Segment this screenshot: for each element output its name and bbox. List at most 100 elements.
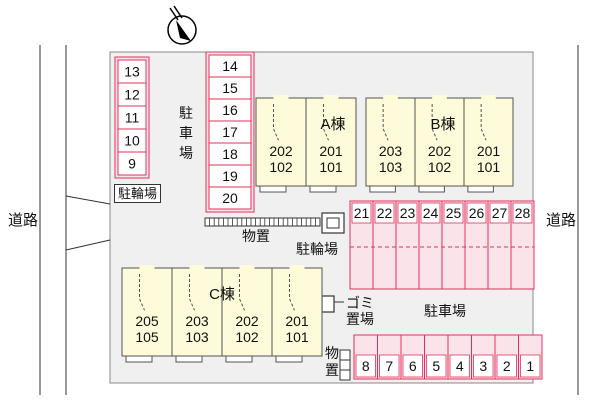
parking-number-box — [420, 202, 441, 224]
bicycle-parking-label-left: 駐輪場 — [114, 184, 162, 203]
parking-space-number: 4 — [456, 358, 464, 374]
parking-space-number: 21 — [354, 205, 370, 221]
parking-stack-char: 車 — [179, 125, 193, 141]
unit-entry — [275, 355, 303, 363]
parking-space-number: 13 — [124, 64, 140, 80]
parking-number-box — [402, 354, 423, 378]
north-arrow-icon — [167, 5, 197, 45]
unit-notch — [139, 265, 155, 271]
parking-stack-char: 場 — [179, 145, 193, 161]
building-outline — [365, 97, 514, 187]
parking-number-box — [351, 202, 372, 224]
unit-number-lower: 101 — [319, 159, 343, 175]
parking-space-number: 11 — [125, 110, 140, 126]
parking-number-box — [449, 354, 470, 378]
parking-number-box — [443, 202, 464, 224]
parking-space-number: 22 — [377, 205, 393, 221]
parking-space — [518, 334, 543, 380]
storage-label: 物置 — [242, 228, 270, 244]
unit-number-lower: 102 — [269, 159, 293, 175]
parking-space-number: 18 — [222, 146, 238, 162]
bicycle-parking-label: 駐輪場 — [296, 241, 338, 257]
left-road-label: 道路 — [8, 212, 39, 229]
storage-stack-char: 置 — [325, 362, 339, 378]
parking-label-vertical: 駐 車 場 — [177, 103, 195, 163]
unit-number-lower: 102 — [428, 159, 452, 175]
parking-space-number: 2 — [503, 358, 511, 374]
bicycle-parking-box — [321, 212, 345, 234]
unit-number-lower: 102 — [235, 329, 259, 345]
garbage-box — [321, 295, 335, 313]
parking-number-box — [466, 202, 487, 224]
parking-space — [208, 186, 252, 210]
parking-number-box — [489, 202, 510, 224]
unit-number-lower: 103 — [185, 329, 209, 345]
parking-space-number: 20 — [222, 190, 238, 206]
parking-number-box — [473, 354, 494, 378]
unit-number-upper: 201 — [285, 313, 309, 329]
parking-space-number: 15 — [222, 80, 238, 96]
bicycle-parking-inner — [326, 217, 340, 229]
parking-number-box — [426, 354, 447, 378]
left-road — [39, 45, 111, 395]
unit-entry — [309, 185, 337, 193]
parking-number-box — [374, 202, 395, 224]
parking-stack-char: 駐 — [179, 105, 193, 121]
parking-space-number: 28 — [515, 205, 531, 221]
parking-space-number: 14 — [222, 58, 238, 74]
unit-entry — [125, 355, 153, 363]
unit-entry — [467, 185, 494, 193]
parking-space-number: 25 — [446, 205, 462, 221]
unit-notch — [481, 95, 496, 101]
unit-number-lower: 101 — [477, 159, 501, 175]
parking-space-number: 7 — [385, 358, 393, 374]
building-name: C棟 — [209, 286, 235, 303]
parking-number-box — [379, 354, 400, 378]
parking-label: 駐車場 — [424, 303, 466, 319]
parking-space-number: 3 — [479, 358, 487, 374]
parking-space-number: 6 — [409, 358, 417, 374]
parking-space-number: 9 — [128, 156, 136, 172]
unit-number-upper: 203 — [185, 313, 209, 329]
parking-space-number: 26 — [469, 205, 485, 221]
parking-top-right: 21 22 23 24 25 26 27 28 — [349, 200, 535, 290]
parking-number-box — [496, 354, 517, 378]
unit-number-upper: 202 — [428, 143, 452, 159]
unit-number-upper: 205 — [135, 313, 159, 329]
building-name: A棟 — [320, 116, 345, 133]
unit-notch — [323, 95, 339, 101]
parking-space-number: 23 — [400, 205, 416, 221]
unit-notch — [189, 265, 205, 271]
storage-stack-char: 物 — [325, 345, 339, 361]
unit-number-upper: 201 — [319, 143, 343, 159]
parking-space — [510, 200, 535, 290]
storage-bottom — [339, 349, 351, 381]
storage-unit-row — [204, 217, 321, 227]
unit-notch — [239, 265, 255, 271]
unit-entry — [225, 355, 253, 363]
unit-number-lower: 101 — [285, 329, 309, 345]
storage-strip — [204, 217, 321, 227]
parking-number-box — [520, 354, 541, 378]
parking-space-number: 12 — [124, 87, 140, 103]
unit-number-upper: 203 — [379, 143, 403, 159]
parking-number-box — [355, 354, 376, 378]
parking-space-number: 27 — [492, 205, 508, 221]
unit-entry — [369, 185, 396, 193]
parking-space-number: 8 — [362, 358, 370, 374]
parking-space-number: 16 — [222, 102, 238, 118]
parking-space-number: 24 — [423, 205, 439, 221]
parking-number-box — [512, 202, 533, 224]
parking-space-number: 5 — [432, 358, 440, 374]
unit-entry — [175, 355, 203, 363]
unit-number-lower: 103 — [379, 159, 403, 175]
unit-number-upper: 202 — [269, 143, 293, 159]
building-name: B棟 — [430, 116, 455, 133]
unit-number-upper: 202 — [235, 313, 259, 329]
